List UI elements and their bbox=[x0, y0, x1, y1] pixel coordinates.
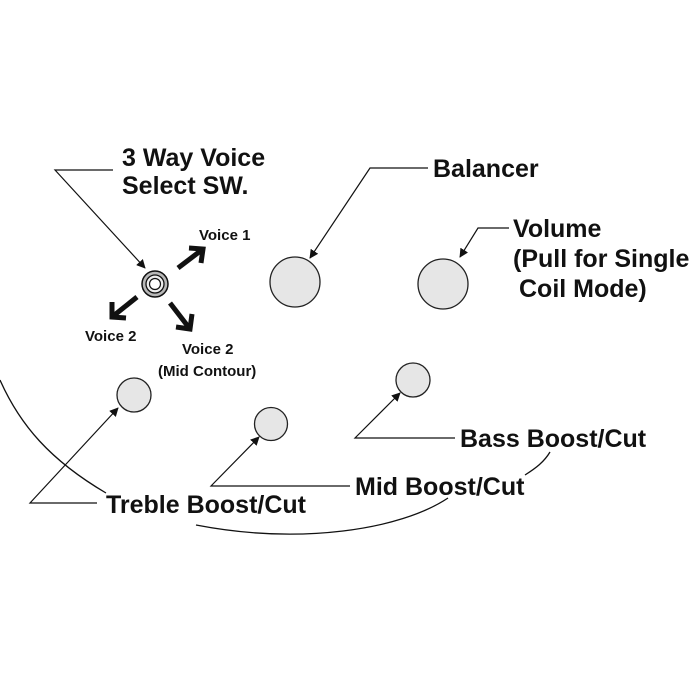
body-contour-left bbox=[0, 379, 107, 494]
balancer-knob bbox=[269, 256, 321, 308]
treble-knob bbox=[116, 377, 152, 413]
label-voice2-mid: Voice 2 (Mid Contour) bbox=[158, 341, 256, 380]
body-contour-right bbox=[524, 451, 551, 476]
arrow-icon-voice1 bbox=[176, 245, 206, 270]
leader-voice-switch bbox=[53, 169, 146, 269]
label-voice-switch: 3 Way Voice Select SW. bbox=[122, 144, 272, 200]
leader-balancer bbox=[309, 167, 428, 259]
leader-bass bbox=[353, 392, 455, 439]
body-contour-bottom bbox=[195, 497, 449, 535]
leader-mid bbox=[209, 436, 350, 487]
rotary-selector-switch-icon bbox=[141, 270, 169, 298]
leader-volume bbox=[459, 227, 509, 258]
bass-knob bbox=[395, 362, 431, 398]
volume-knob bbox=[417, 258, 469, 310]
label-bass: Bass Boost/Cut bbox=[460, 425, 647, 453]
label-volume: Volume (Pull for Single Coil Mode) bbox=[513, 215, 696, 303]
label-balancer: Balancer bbox=[433, 155, 539, 183]
label-voice2-left: Voice 2 bbox=[85, 328, 136, 345]
arrow-icon-voice2-mid bbox=[168, 301, 195, 332]
label-voice1: Voice 1 bbox=[199, 227, 250, 244]
arrow-icon-voice2-left bbox=[109, 295, 139, 321]
label-treble: Treble Boost/Cut bbox=[106, 491, 307, 519]
leader-treble bbox=[28, 407, 119, 504]
mid-knob bbox=[253, 406, 289, 442]
label-mid: Mid Boost/Cut bbox=[355, 473, 525, 501]
